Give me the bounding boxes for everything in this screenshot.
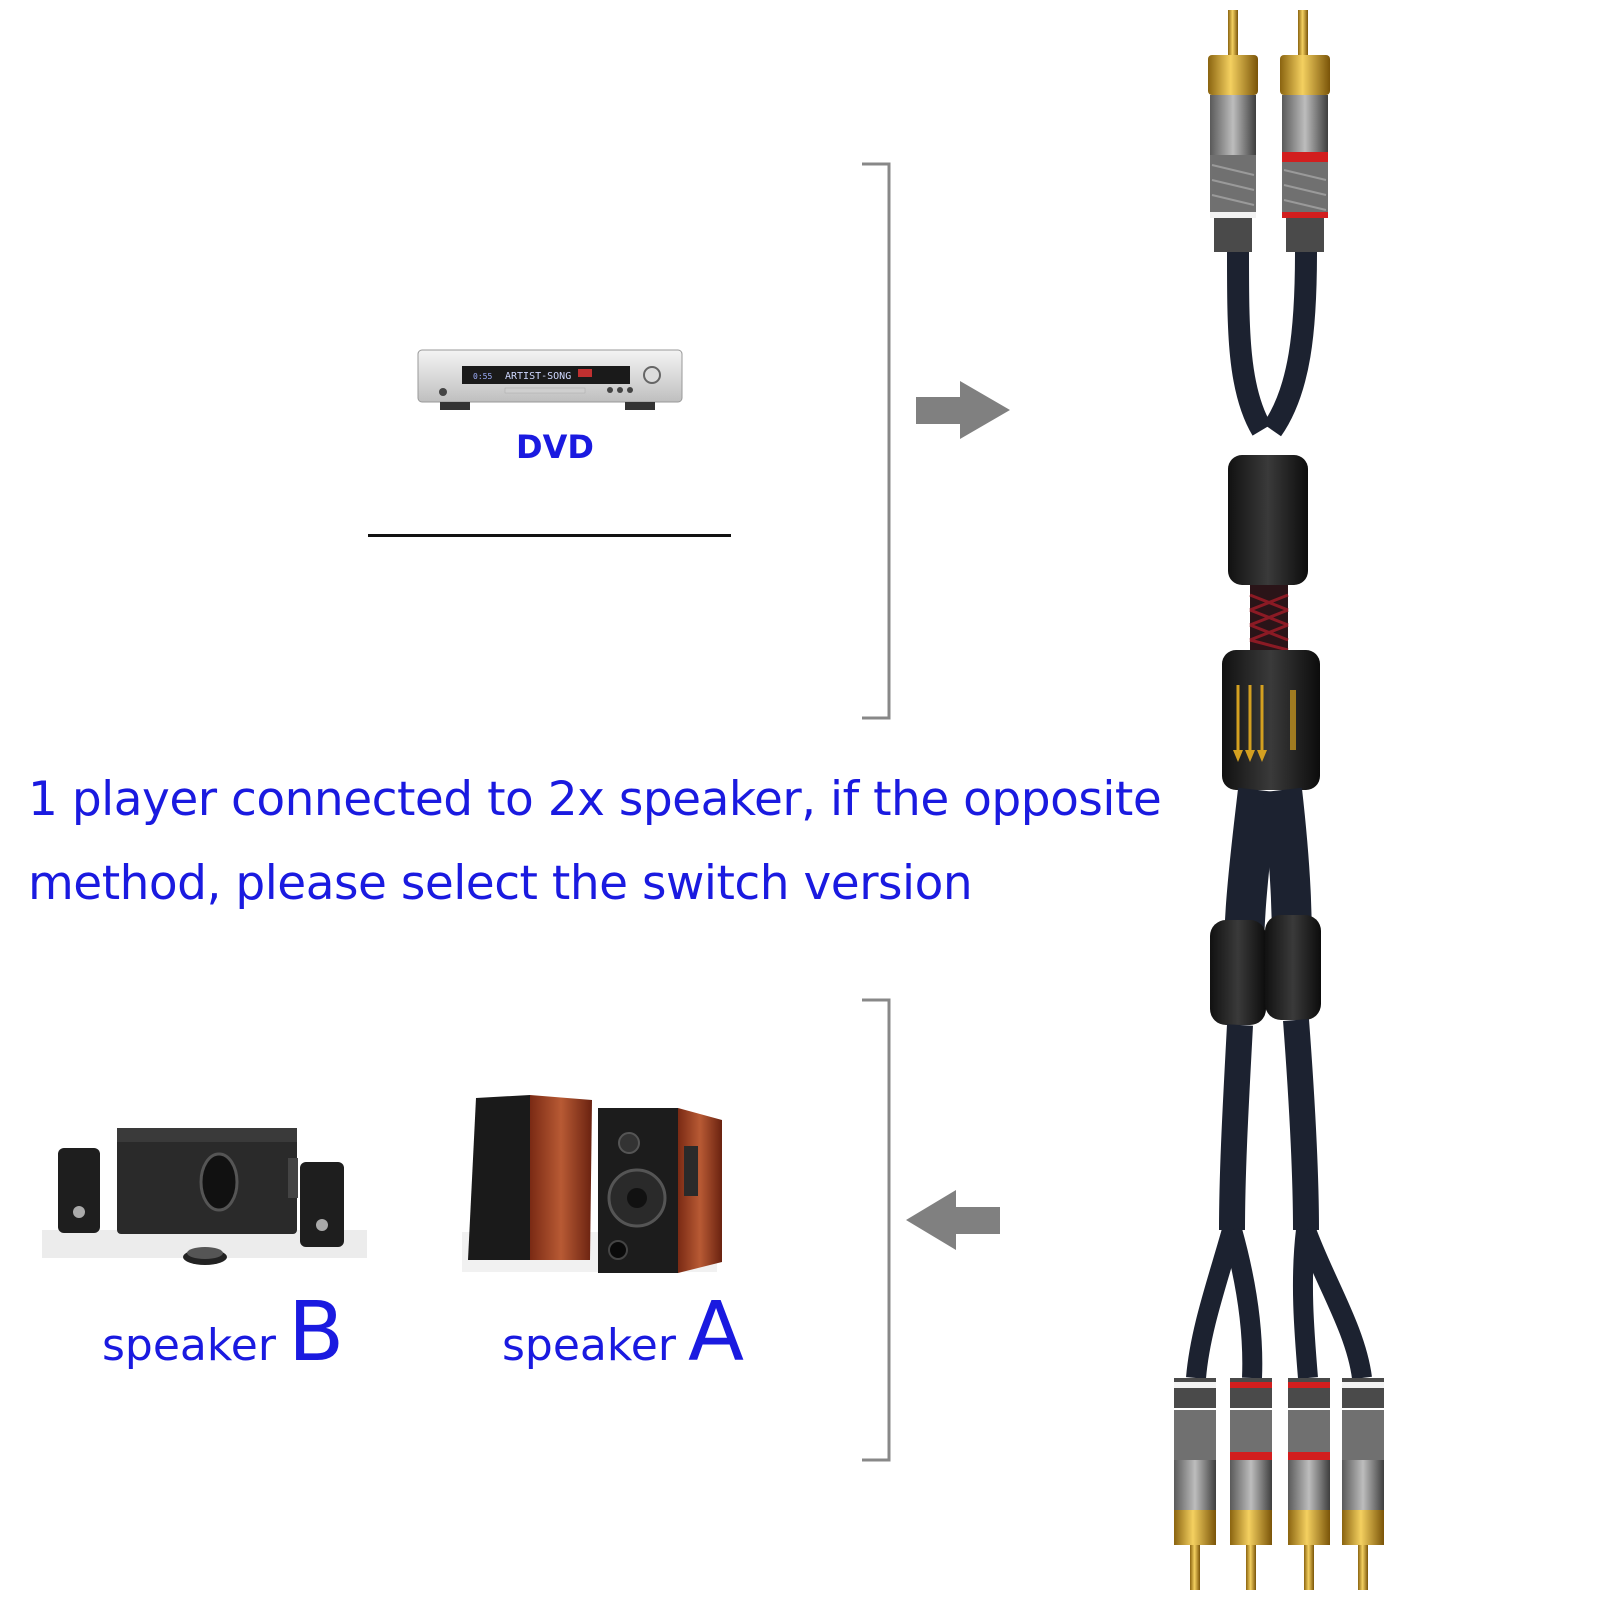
dvd-time-text: 0:55 <box>473 372 492 381</box>
rca-plug-bottom-3 <box>1288 1378 1330 1590</box>
speaker-b-word: speaker <box>102 1320 276 1371</box>
rca-plug-bottom-2 <box>1230 1378 1272 1590</box>
arrow-left-icon <box>906 1190 1000 1250</box>
rca-splitter-cable-image <box>1174 10 1384 1590</box>
speaker-a-word: speaker <box>502 1320 676 1371</box>
rca-plug-bottom-4 <box>1342 1378 1384 1590</box>
rca-plug-top-left <box>1208 10 1258 252</box>
caption-line-1: 1 player connected to 2x speaker, if the… <box>28 772 1162 827</box>
dvd-label: DVD <box>516 428 594 466</box>
speaker-a-letter: A <box>687 1285 745 1380</box>
top-bracket <box>862 162 891 720</box>
speaker-b-letter: B <box>287 1285 345 1380</box>
dvd-display-text: ARTIST-SONG <box>505 371 571 382</box>
rca-plug-bottom-1 <box>1174 1378 1216 1590</box>
arrow-right-icon <box>916 381 1010 439</box>
speaker-a-image <box>462 1095 722 1273</box>
rca-plug-top-right <box>1280 10 1330 252</box>
separator-line <box>368 534 731 537</box>
bottom-bracket <box>862 998 891 1462</box>
dvd-player-image: ARTIST-SONG 0:55 <box>417 349 683 410</box>
speaker-b-image <box>42 1128 367 1265</box>
caption-line-2: method, please select the switch version <box>28 856 973 911</box>
